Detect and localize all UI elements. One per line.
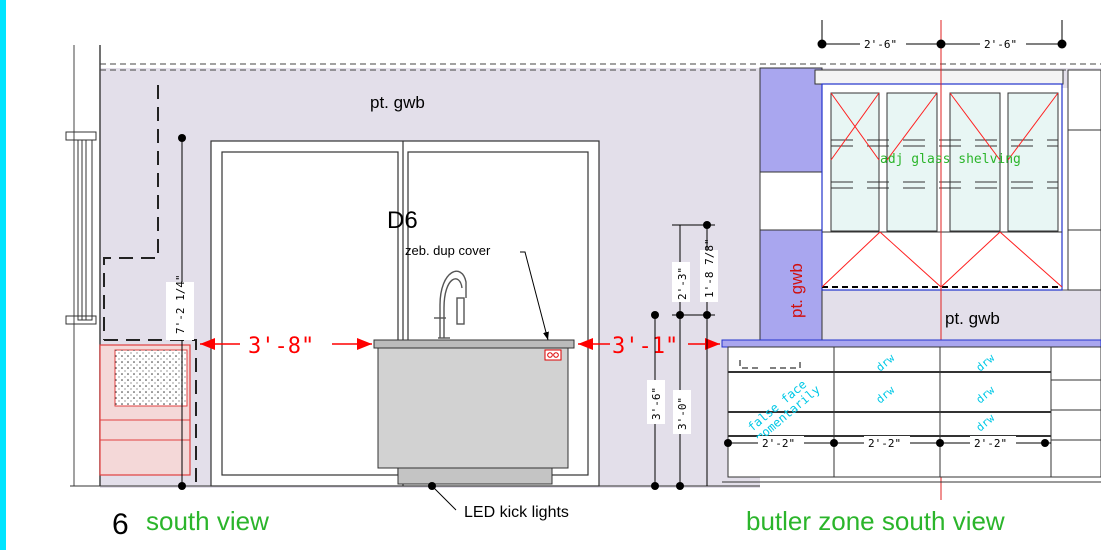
right-clearance-label: 3'-1" — [612, 334, 678, 359]
wall-finish-butler: pt. gwb — [945, 309, 1000, 328]
upper-dim-b: 1'-8 7/8" — [703, 238, 716, 298]
left-clearance-label: 3'-8" — [248, 334, 314, 359]
right-clearance-dimension: 3'-1" — [578, 334, 720, 359]
drawer-width-3: 2'-2" — [974, 437, 1007, 450]
wall-finish-vertical: pt. gwb — [787, 263, 806, 318]
frame-edge — [0, 0, 6, 550]
lower-dim-a: 3'-6" — [650, 387, 663, 420]
left-height-label: 7'-2 1/4" — [174, 274, 187, 334]
lower-dim-b: 3'-0" — [676, 397, 689, 430]
upper-dim-a: 2'-3" — [676, 267, 689, 300]
cover-note: zeb. dup cover — [405, 243, 491, 258]
kick-leader — [431, 485, 457, 511]
false-face-outline — [739, 360, 801, 369]
butler-soffit — [821, 289, 1101, 341]
base-drawers — [727, 346, 1101, 478]
butler-view-title: butler zone south view — [746, 506, 1005, 536]
cover-leader — [520, 251, 549, 341]
bench-cushion — [99, 344, 191, 476]
view-title: south view — [146, 506, 269, 536]
outlet-icon — [544, 349, 562, 361]
kick-note: LED kick lights — [464, 504, 569, 521]
island — [373, 339, 575, 485]
glass-cabinet — [814, 20, 1064, 500]
window-jamb — [65, 131, 97, 325]
adjacent-cabinet — [1067, 69, 1101, 291]
drawer-width-2: 2'-2" — [868, 437, 901, 450]
drawer-width-1: 2'-2" — [762, 437, 795, 450]
top-width-left: 2'-6" — [864, 38, 897, 51]
left-clearance-dimension: 3'-8" — [200, 334, 372, 359]
butler-pier-gap — [759, 171, 823, 231]
top-width-dimension: 2'-6" 2'-6" — [817, 20, 1067, 51]
wall-finish-main: pt. gwb — [370, 93, 425, 112]
faucet-icon — [434, 270, 467, 339]
island-tag: D6 — [387, 207, 418, 234]
top-width-right: 2'-6" — [984, 38, 1017, 51]
vertical-dim-labels: 2'-3" 1'-8 7/8" 3'-6" 3'-0" — [647, 238, 718, 434]
butler-countertop — [721, 339, 1101, 348]
shelving-note: adj glass shelving — [880, 152, 1021, 167]
drawer-width-dimension: 2'-2" 2'-2" 2'-2" — [724, 436, 1051, 450]
bench-outline — [103, 85, 197, 486]
left-height-dimension: 7'-2 1/4" — [166, 134, 194, 490]
vertical-dim-dots — [651, 221, 711, 490]
view-number: 6 — [112, 508, 129, 541]
